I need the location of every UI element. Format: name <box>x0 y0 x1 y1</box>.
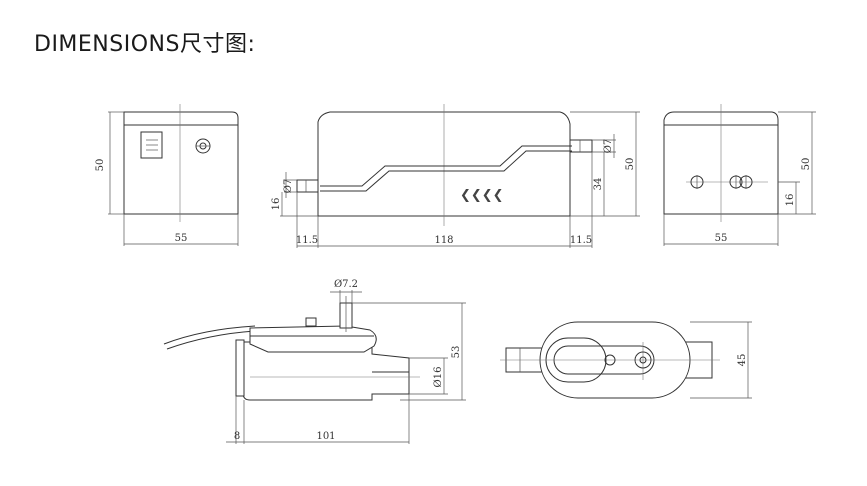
back-sub-height-label: 16 <box>785 194 796 207</box>
front-view <box>108 104 239 246</box>
side-view <box>280 104 640 248</box>
back-view <box>663 104 816 246</box>
front-height-label: 50 <box>95 159 106 172</box>
chevrons-mark: ❮❮❮❮ <box>460 188 504 203</box>
side-height-label: 50 <box>625 158 636 171</box>
side-inner-height-label: 34 <box>593 178 604 191</box>
profile-outlet-dia-label: Ø16 <box>433 367 444 388</box>
profile-inlet-dia-label: Ø7.2 <box>334 279 358 290</box>
side-left-dia-label: Ø7 <box>283 179 294 194</box>
side-length-label: 118 <box>434 235 453 246</box>
back-width-label: 55 <box>715 233 728 244</box>
side-left-height-label: 16 <box>271 198 282 211</box>
top-height-label: 45 <box>737 354 748 367</box>
profile-length-label: 101 <box>316 431 335 442</box>
side-right-width-label: 11.5 <box>570 235 592 246</box>
profile-height-label: 53 <box>451 346 462 359</box>
profile-view <box>163 290 466 444</box>
profile-offset-label: 8 <box>234 431 240 442</box>
back-height-label: 50 <box>801 158 812 171</box>
side-right-dia-label: Ø7 <box>603 139 614 154</box>
front-width-label: 55 <box>175 233 188 244</box>
top-view <box>500 321 752 399</box>
page-title: DIMENSIONS尺寸图: <box>34 32 256 57</box>
side-left-width-label: 11.5 <box>296 235 318 246</box>
